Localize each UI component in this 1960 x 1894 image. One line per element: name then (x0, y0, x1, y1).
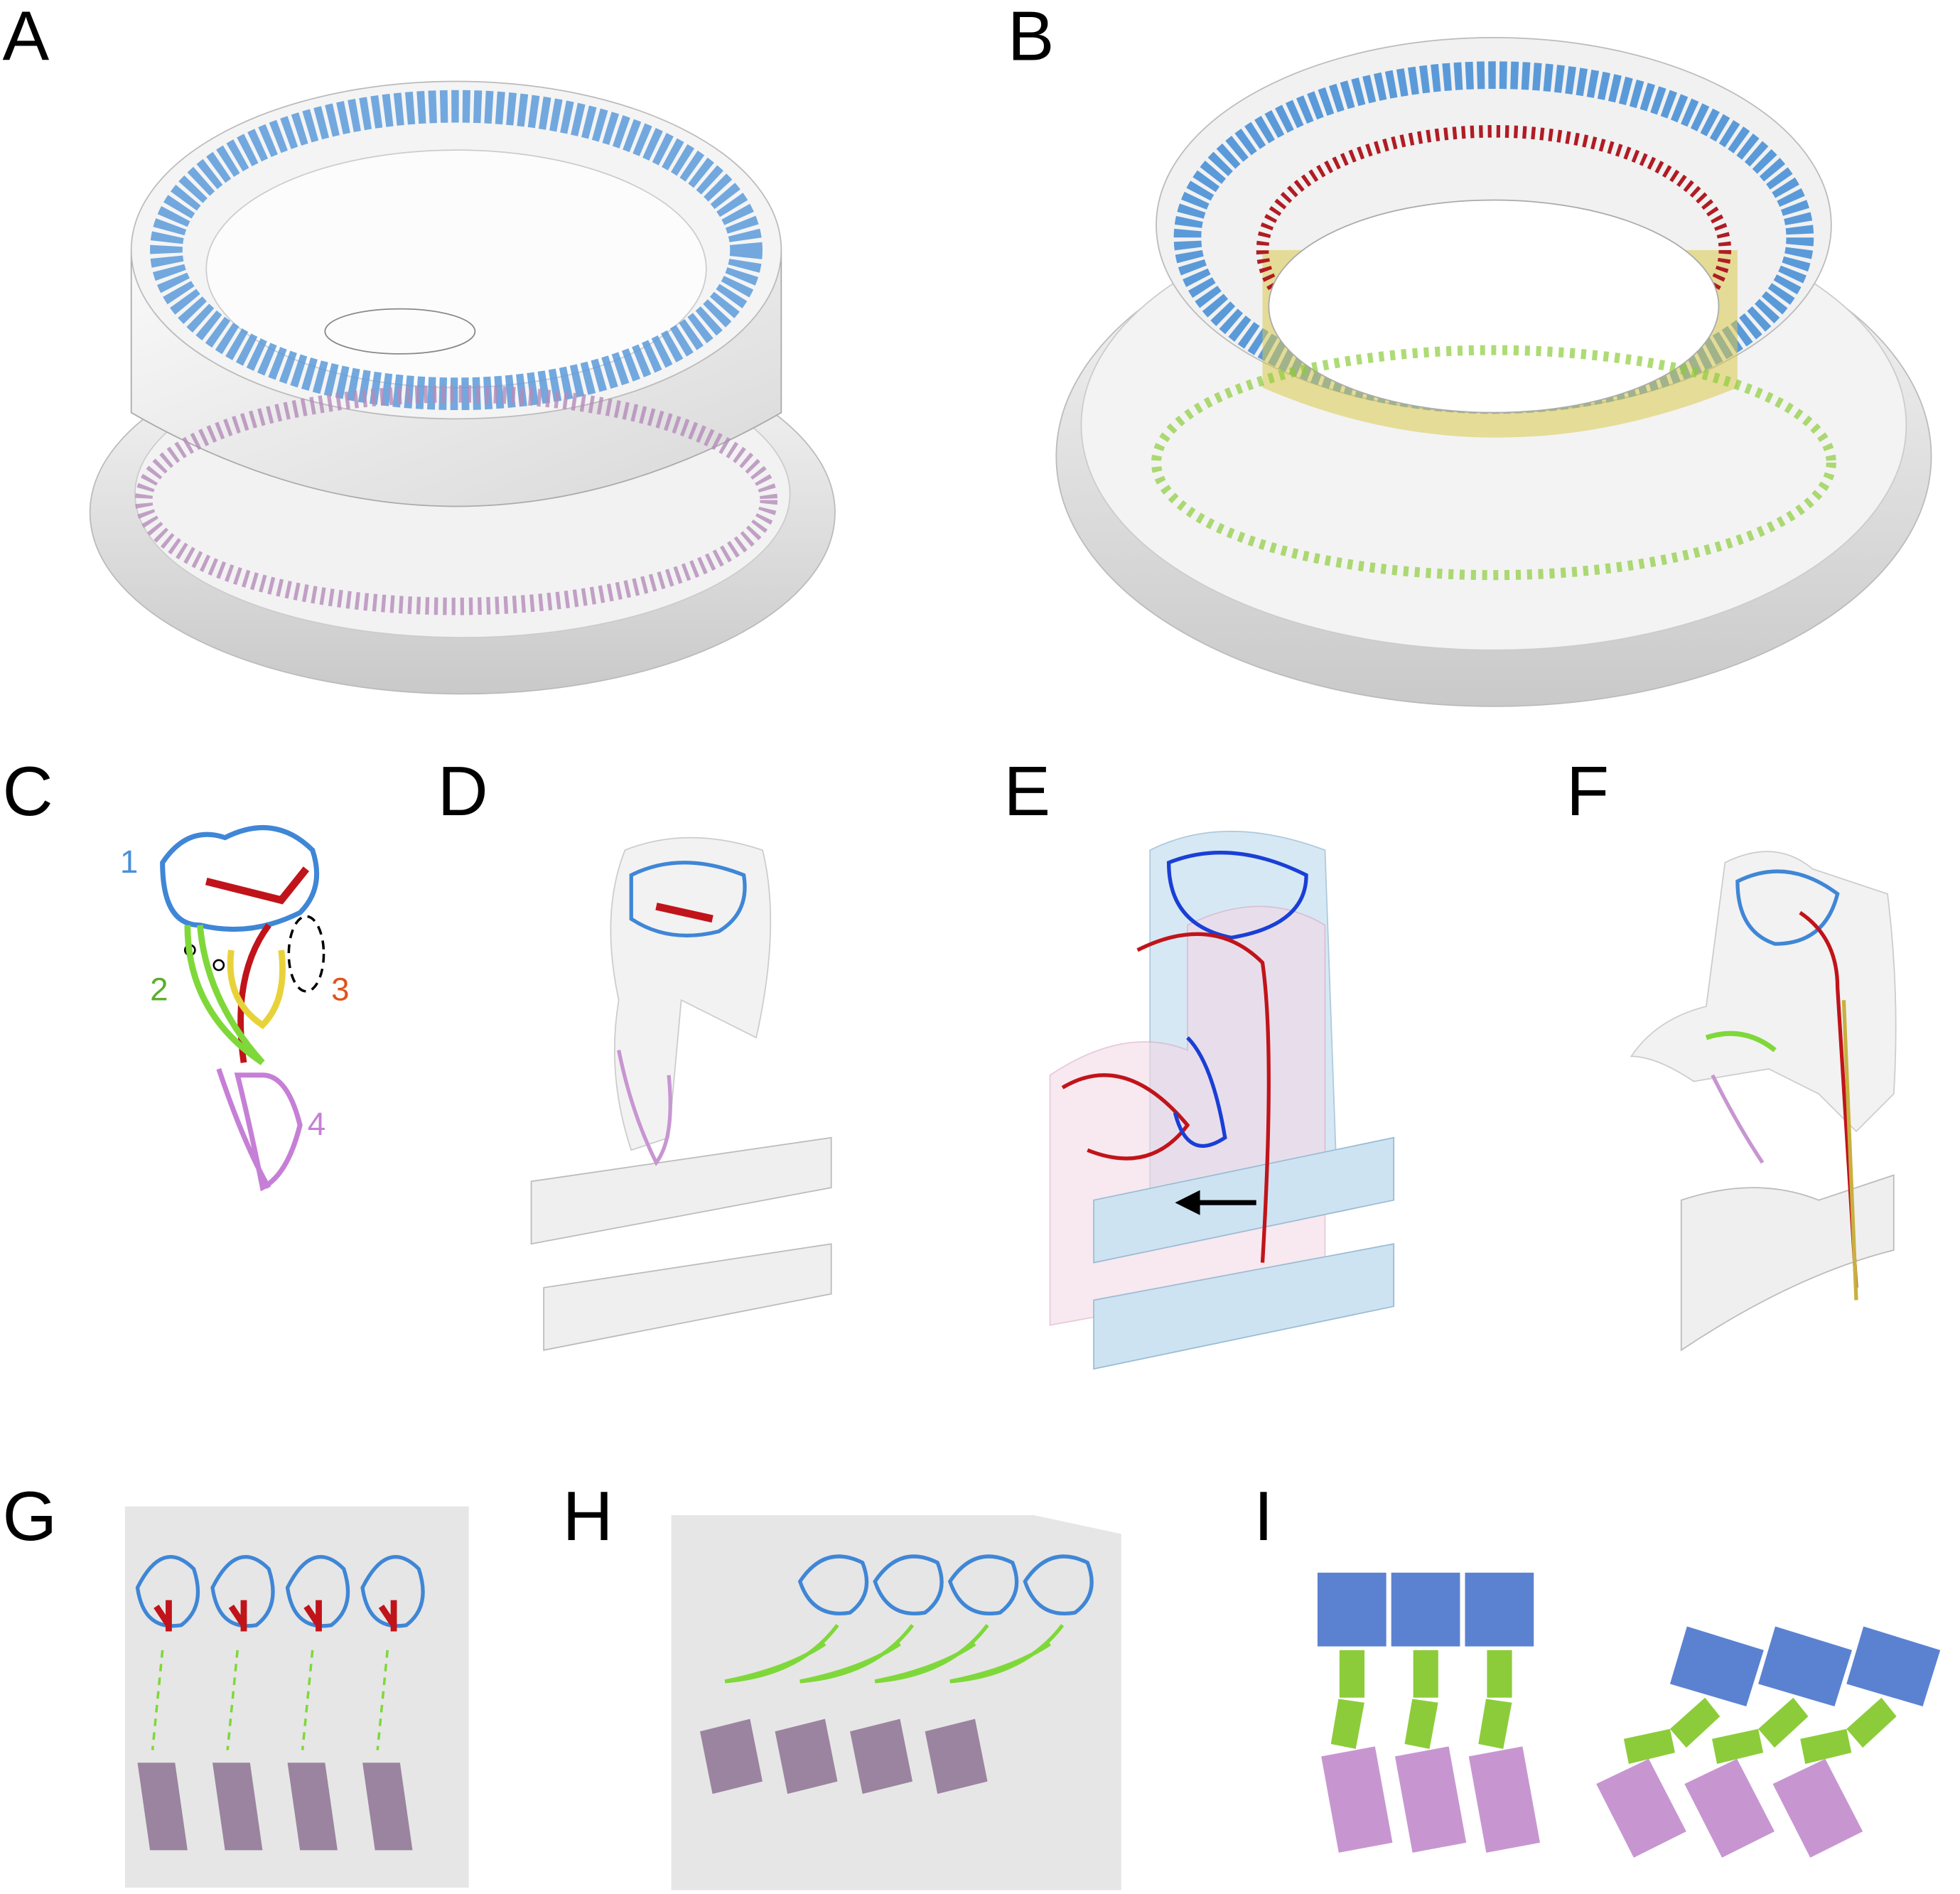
domain4-block (1468, 1746, 1540, 1853)
domain2-ribbon (874, 1624, 989, 1684)
domain4-ribbon (925, 1718, 988, 1795)
linker-dashed-line (151, 1650, 164, 1750)
domain3-ribbon (378, 1600, 397, 1632)
domain3-ribbon (228, 1600, 247, 1632)
domain4-block (1596, 1758, 1686, 1858)
domain2-lower-block (1330, 1699, 1364, 1749)
domain-label-2: 2 (150, 971, 168, 1007)
dashed-highlight-circle (287, 915, 325, 993)
domain1-block (1758, 1626, 1853, 1707)
domain2-ribbon (949, 1624, 1065, 1684)
domain4-block (1394, 1746, 1467, 1853)
domain2-upper-block (1413, 1650, 1438, 1698)
domain4-ribbon (700, 1718, 763, 1795)
domain3-ribbon (303, 1600, 322, 1632)
domain1-ribbon (947, 1554, 1019, 1615)
domain1-block (1317, 1572, 1386, 1647)
domain1-ribbon (135, 1555, 200, 1628)
domain2-lower-block (1478, 1699, 1512, 1749)
domain2-upper-block (1339, 1650, 1365, 1698)
domain4-ribbon (850, 1718, 913, 1795)
domain-label-3: 3 (331, 971, 349, 1007)
panel-h-lateral-view (671, 1514, 1121, 1890)
panel-e-density-overlay (1049, 831, 1395, 1370)
panel-label-d: D (438, 752, 488, 830)
domain1-ribbon (210, 1555, 275, 1628)
domain4-block (1772, 1758, 1863, 1858)
linker-dashed-line (301, 1650, 314, 1750)
panel-label-b: B (1008, 0, 1055, 75)
domain4-ribbon (212, 1763, 263, 1851)
domain4-block (1684, 1758, 1775, 1858)
domain2-lower-block (1800, 1728, 1852, 1764)
linker-dashed-line (226, 1650, 239, 1750)
panel-b-ring-structure (1055, 37, 1932, 707)
domain1-ribbon (1023, 1554, 1094, 1615)
panel-label-a: A (3, 0, 50, 75)
panel-c-monomer-ribbon (160, 825, 325, 1192)
domain-label-1: 1 (120, 844, 138, 880)
panel-i-schematic (1317, 1572, 1941, 1858)
panel-label-c: C (3, 752, 53, 830)
domain2-upper-block (1758, 1697, 1809, 1748)
domain2-upper-block (1846, 1697, 1897, 1748)
domain1-ribbon (873, 1554, 944, 1615)
panel-label-h: H (563, 1477, 613, 1555)
domain1-block (1391, 1572, 1460, 1647)
domain1-block (1465, 1572, 1534, 1647)
linker-dashed-line (376, 1650, 389, 1750)
panel-label-i: I (1254, 1477, 1273, 1555)
domain2-upper-block (1487, 1650, 1512, 1698)
domain4-ribbon (137, 1763, 188, 1851)
panel-a-ring-structure (89, 80, 836, 695)
domain2-ribbon (724, 1624, 839, 1684)
domain2-lower-block (1404, 1699, 1438, 1749)
domain-label-4: 4 (308, 1106, 325, 1142)
panel-g-lateral-view (124, 1506, 469, 1888)
domain2-lower-block (1712, 1728, 1764, 1764)
panel-label-f: F (1566, 752, 1609, 830)
domain1-block (1669, 1626, 1764, 1707)
domain4-block (1321, 1746, 1393, 1853)
panel-f-density-fit (1630, 851, 1897, 1352)
domain3-ribbon (154, 1600, 172, 1632)
domain1-ribbon (797, 1554, 869, 1615)
domain2-upper-block (1669, 1697, 1721, 1748)
panel-label-g: G (3, 1477, 58, 1555)
panel-label-e: E (1003, 752, 1050, 830)
domain2-ribbon (799, 1624, 915, 1684)
panel-d-density-fit (530, 836, 832, 1351)
domain2-lower-block (1623, 1728, 1675, 1764)
domain4-ribbon (362, 1763, 413, 1851)
domain1-ribbon (360, 1555, 425, 1628)
domain1-block (1846, 1626, 1941, 1707)
domain4-ribbon (775, 1718, 838, 1795)
domain4-ribbon (287, 1763, 338, 1851)
domain1-ribbon (285, 1555, 350, 1628)
